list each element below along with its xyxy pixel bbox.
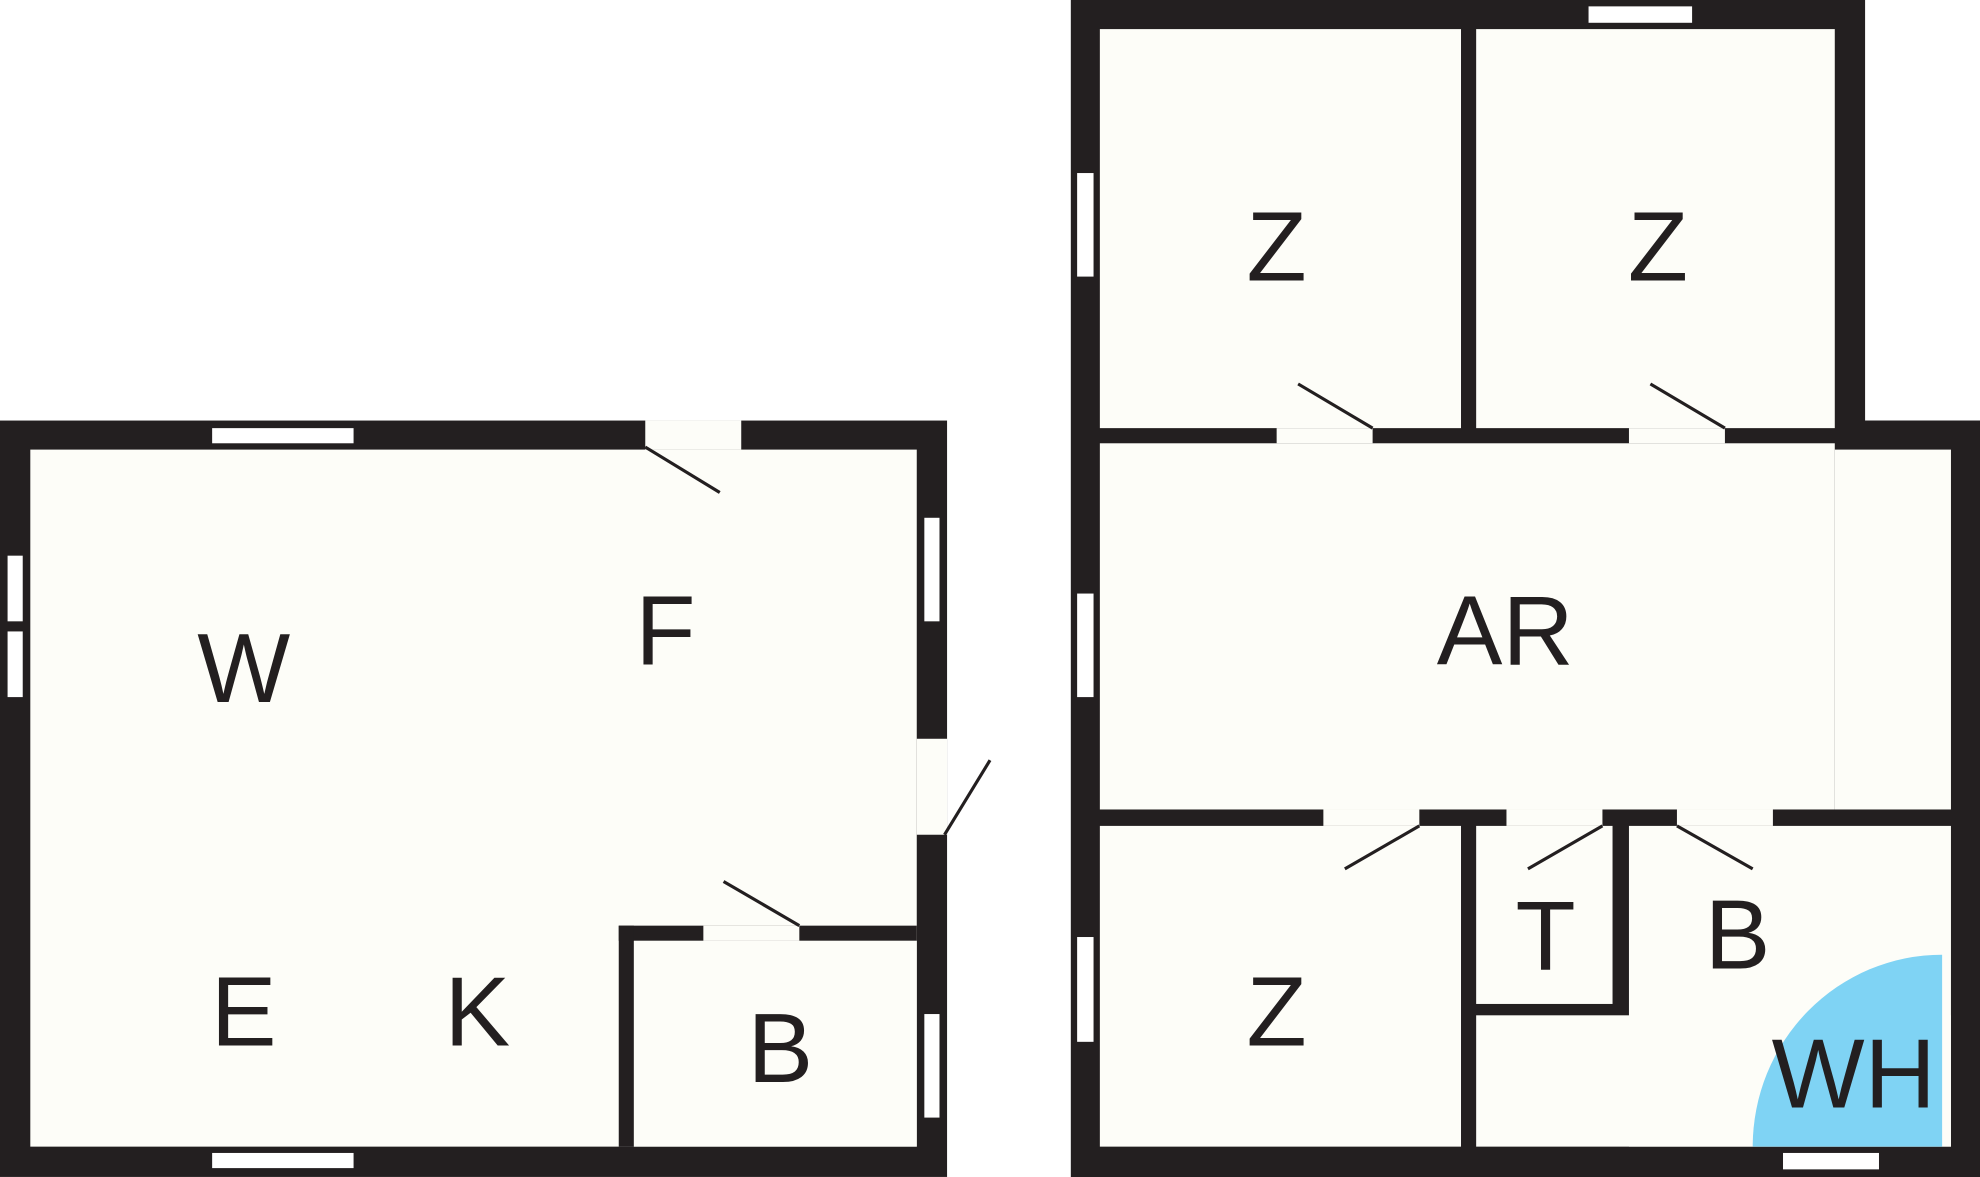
window <box>212 1152 354 1169</box>
bathroom <box>633 940 917 1147</box>
door-swing <box>644 445 721 494</box>
door-opening <box>1506 809 1603 826</box>
left-unit: W F E K B <box>0 420 992 1177</box>
toilet <box>1476 825 1613 1004</box>
room-label-z3: Z <box>1247 957 1307 1067</box>
window <box>212 428 354 444</box>
room-label-z2: Z <box>1628 191 1688 301</box>
window <box>7 555 23 622</box>
room-label-f: F <box>635 575 695 685</box>
door-swing <box>1344 824 1421 871</box>
door-swing <box>1649 382 1726 430</box>
door-swing <box>1676 824 1754 871</box>
room-label-b: B <box>748 993 814 1103</box>
room-label-e: E <box>211 957 277 1067</box>
hall-ar <box>1099 443 1835 810</box>
entrance-door-opening <box>916 738 948 835</box>
door-swing <box>1527 824 1604 871</box>
door-opening <box>1676 809 1773 826</box>
window <box>924 1014 940 1118</box>
room-label-wh: WH <box>1772 1018 1936 1128</box>
door-opening <box>645 420 742 450</box>
bedroom-3 <box>1099 825 1462 1147</box>
door-opening <box>1276 428 1373 444</box>
window <box>1077 173 1094 277</box>
door-opening <box>1323 809 1420 826</box>
door-swing <box>943 759 992 836</box>
window <box>1588 6 1693 23</box>
door-opening <box>703 925 800 941</box>
bedroom-2 <box>1476 29 1835 429</box>
right-unit: Z Z AR Z T B WH <box>1070 0 1980 1177</box>
bedroom-1 <box>1099 29 1462 429</box>
window <box>924 517 940 622</box>
room-label-t: T <box>1516 881 1576 991</box>
window <box>7 631 23 698</box>
water-heater-zone <box>1752 954 1943 1147</box>
bathroom-wall-left <box>618 925 634 1147</box>
room-label-w: W <box>197 613 290 723</box>
room-label-k: K <box>444 957 510 1067</box>
room-label-ar: AR <box>1437 575 1574 685</box>
room-label-z1: Z <box>1247 191 1307 301</box>
door-swing <box>1297 382 1374 430</box>
window <box>1077 937 1094 1042</box>
window <box>1077 593 1094 698</box>
door-swing <box>722 880 801 928</box>
door-opening <box>1628 428 1725 444</box>
window <box>1783 1152 1879 1170</box>
hall-ar-extension <box>1834 449 1951 810</box>
room-label-b: B <box>1705 880 1771 990</box>
